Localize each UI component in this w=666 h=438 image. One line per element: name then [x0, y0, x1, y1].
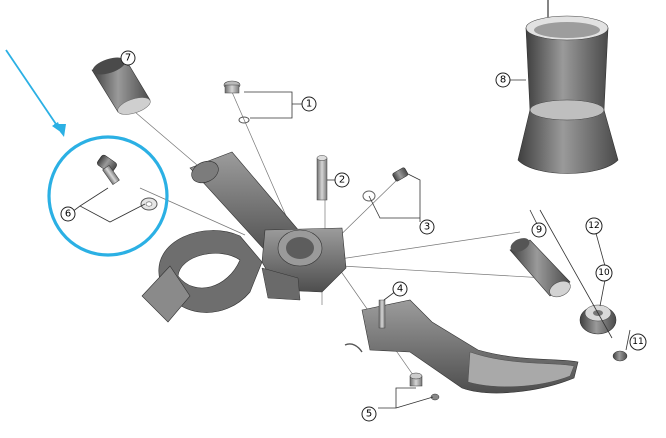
callout-8: 8: [495, 72, 511, 88]
callout-9: 9: [531, 222, 547, 238]
part-2-pin: [316, 155, 328, 201]
lever-body-clamp: [141, 151, 347, 323]
svg-text:4: 4: [397, 284, 403, 295]
svg-text:12: 12: [588, 221, 599, 231]
svg-text:9: 9: [536, 225, 542, 236]
part-11-nut: [612, 350, 628, 362]
part-7-sleeve: [91, 57, 151, 115]
svg-text:2: 2: [339, 175, 345, 186]
part-10-cap: [579, 304, 617, 335]
callout-6: 6: [60, 206, 76, 222]
part-6-bolt-washer: [97, 154, 158, 211]
svg-text:11: 11: [632, 337, 643, 347]
svg-text:3: 3: [424, 222, 430, 233]
callout-11: 11: [629, 333, 647, 351]
svg-text:1: 1: [306, 99, 312, 110]
callout-3: 3: [419, 219, 435, 235]
part-3-bolt-oring: [362, 167, 409, 202]
part-4-lever-blade: [344, 299, 579, 394]
svg-text:6: 6: [65, 209, 71, 220]
part-9-sleeve: [509, 238, 571, 298]
arrow-pointer-icon: [5, 49, 66, 137]
callout-12: 12: [585, 217, 603, 235]
part-1-cap-washer: [223, 80, 250, 124]
svg-text:5: 5: [366, 409, 372, 420]
callout-4: 4: [392, 281, 408, 297]
callout-7: 7: [120, 50, 136, 66]
callout-5: 5: [361, 406, 377, 422]
svg-text:7: 7: [125, 53, 131, 64]
svg-text:8: 8: [500, 75, 506, 86]
part-5-screw-nut: [409, 372, 440, 401]
svg-text:10: 10: [598, 268, 610, 278]
part-8-reservoir: [517, 0, 619, 174]
callout-markers: 7 1 2 3 4 5 6 8: [60, 50, 647, 422]
callout-10: 10: [595, 264, 613, 282]
callout-1: 1: [301, 96, 317, 112]
callout-2: 2: [334, 172, 350, 188]
highlight-ring: [47, 135, 169, 257]
